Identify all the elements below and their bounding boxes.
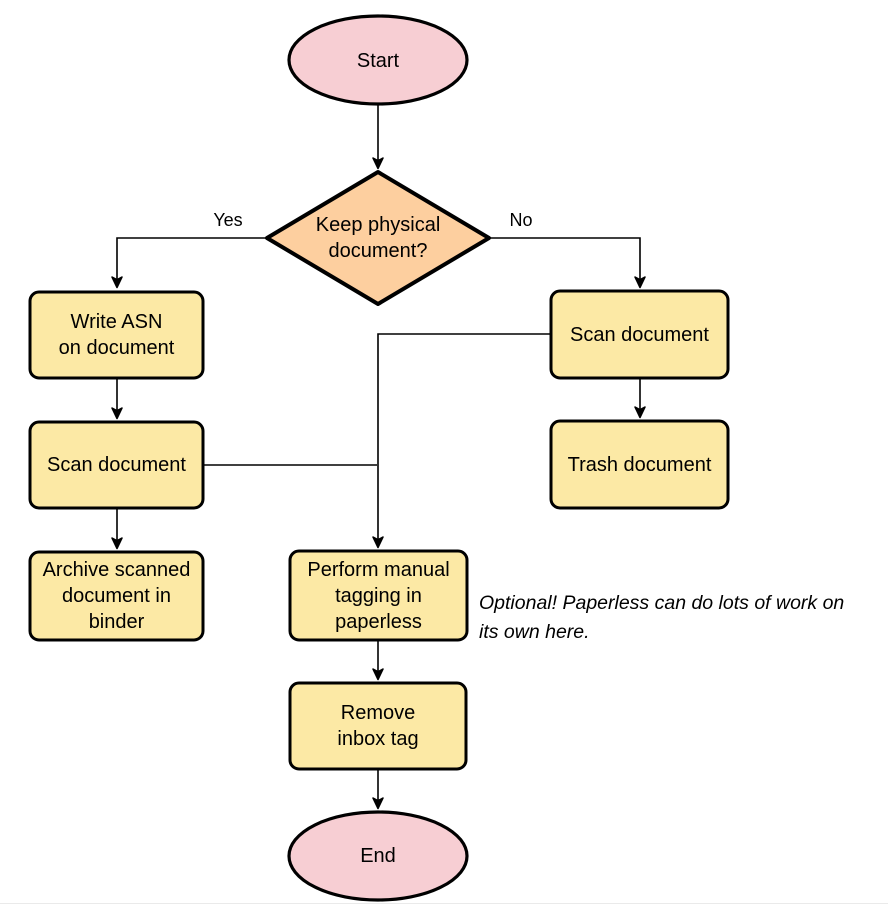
edge-decision-no-to-scan-right [490, 237, 646, 289]
trash-node [549, 419, 730, 510]
bottom-edge-divider [0, 903, 888, 904]
remove-inbox-node [288, 681, 468, 771]
decision-label: Keep physical document? [315, 214, 441, 262]
remove-inbox-label: Remove inbox tag [337, 702, 419, 750]
scan-left-node [28, 420, 205, 510]
start-node [287, 14, 469, 106]
edges [111, 105, 646, 810]
tagging-node [288, 549, 469, 642]
optional-note: Optional! Paperless can do lots of work … [479, 592, 845, 643]
write-asn-label: Write ASN on document [58, 311, 175, 359]
tagging-label: Perform manual tagging in paperless [307, 558, 450, 633]
edge-decision-yes-to-write-asn [111, 237, 266, 289]
scan-left-label: Scan document [47, 454, 186, 476]
end-node [287, 810, 469, 902]
trash-label: Trash document [567, 453, 712, 476]
nodes [28, 14, 730, 902]
end-label: End [360, 845, 396, 867]
decision-node [265, 170, 491, 306]
archive-node [28, 550, 205, 642]
scan-right-node [549, 289, 730, 380]
archive-label: Archive scanned document in binder [42, 559, 191, 633]
yes-branch-label: Yes [213, 210, 243, 230]
no-branch-label: No [509, 210, 533, 230]
edge-scan-right-to-tagging [372, 333, 551, 549]
scan-right-label: Scan document [570, 323, 709, 346]
write-asn-node [28, 290, 205, 380]
start-label: Start [356, 49, 400, 72]
